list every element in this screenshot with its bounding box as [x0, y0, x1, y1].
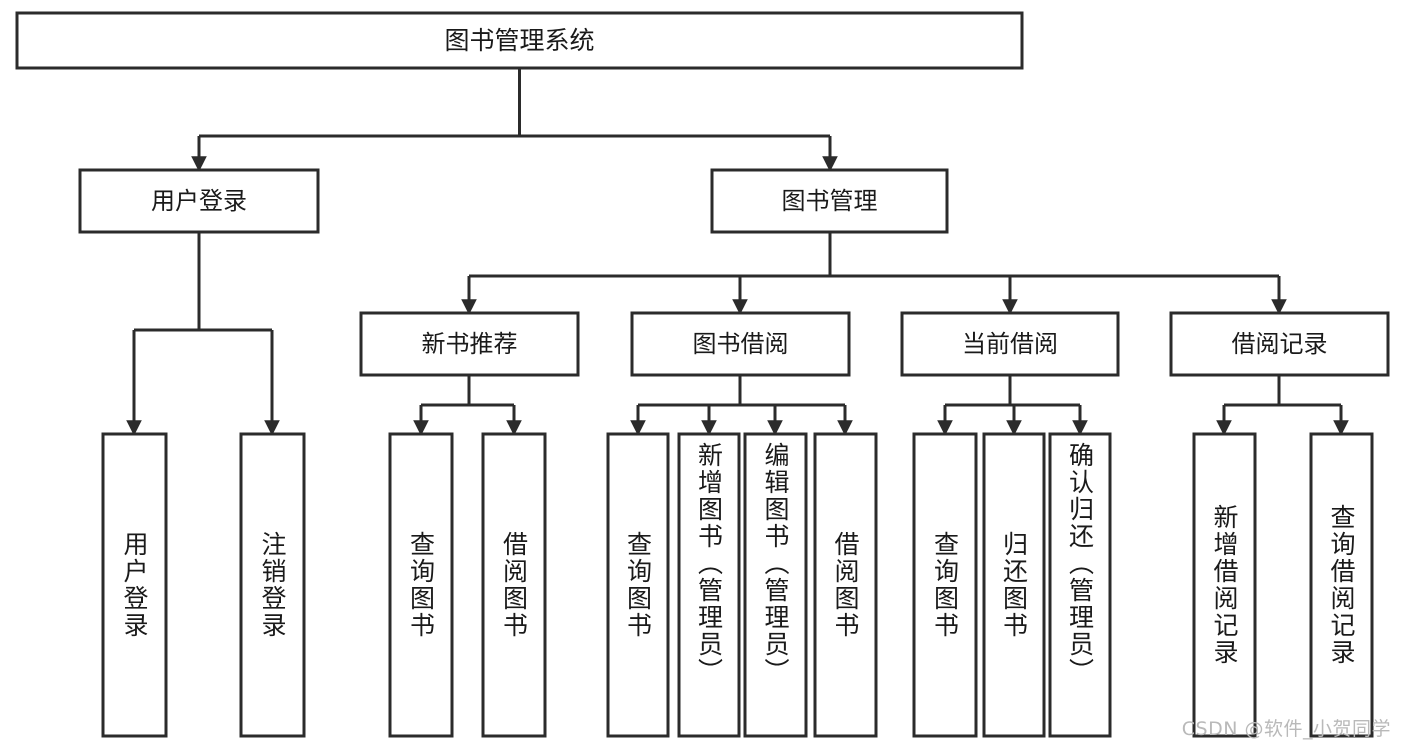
node-user-login-label: 用户登录	[151, 187, 247, 215]
leaf-box-add-book-admin[interactable]	[677, 432, 741, 738]
watermark: CSDN @软件_小贺同学	[1181, 718, 1391, 740]
node-book-borrow[interactable]: 图书借阅	[630, 311, 851, 377]
node-user-login[interactable]: 用户登录	[78, 168, 320, 234]
leaf-box-borrow-book-1[interactable]	[481, 432, 547, 738]
connector-book-manage-bus	[469, 232, 1279, 278]
node-book-manage[interactable]: 图书管理	[710, 168, 949, 234]
node-book-manage-box[interactable]	[710, 168, 949, 234]
leaf-box-query-book-2[interactable]	[606, 432, 670, 738]
leaf-box-query-book-3[interactable]	[912, 432, 978, 738]
leaf-box-query-book-1[interactable]	[388, 432, 454, 738]
node-new-book-recommend-label: 新书推荐	[422, 330, 518, 358]
connector-book-borrow-bus	[638, 375, 845, 407]
node-root[interactable]: 图书管理系统	[15, 11, 1024, 70]
connector-new-book-bus	[421, 375, 514, 407]
node-borrow-records-box[interactable]	[1169, 311, 1390, 377]
node-book-manage-label: 图书管理	[782, 187, 878, 215]
node-borrow-records-label: 借阅记录	[1232, 330, 1328, 358]
node-root-box[interactable]	[15, 11, 1024, 70]
connector-root-bus	[197, 68, 830, 152]
node-current-borrow-label: 当前借阅	[962, 330, 1058, 358]
node-new-book-recommend-box[interactable]	[359, 311, 580, 377]
connector-user-login-bus	[134, 232, 272, 332]
node-book-borrow-label: 图书借阅	[693, 330, 789, 358]
leaf-box-add-borrow-record[interactable]	[1192, 432, 1257, 738]
leaf-box-confirm-return-admin[interactable]	[1048, 432, 1112, 738]
node-current-borrow-box[interactable]	[900, 311, 1120, 377]
node-root-label: 图书管理系统	[444, 26, 594, 55]
node-new-book-recommend[interactable]: 新书推荐	[359, 311, 580, 377]
leaf-box-user-login[interactable]	[101, 432, 168, 738]
leaf-box-return-book[interactable]	[982, 432, 1046, 738]
node-user-login-box[interactable]	[78, 168, 320, 234]
connector-current-borrow-bus	[945, 375, 1080, 407]
node-borrow-records[interactable]: 借阅记录	[1169, 311, 1390, 377]
leaf-box-user-logout[interactable]	[239, 432, 306, 738]
node-book-borrow-box[interactable]	[630, 311, 851, 377]
leaf-box-layer	[101, 432, 1374, 738]
leaf-box-query-borrow-record[interactable]	[1309, 432, 1374, 738]
connector-layer	[126, 68, 1349, 436]
connector-borrow-records-bus	[1224, 375, 1341, 407]
node-current-borrow[interactable]: 当前借阅	[900, 311, 1120, 377]
leaf-box-borrow-book-2[interactable]	[813, 432, 878, 738]
leaf-box-edit-book-admin[interactable]	[743, 432, 808, 738]
